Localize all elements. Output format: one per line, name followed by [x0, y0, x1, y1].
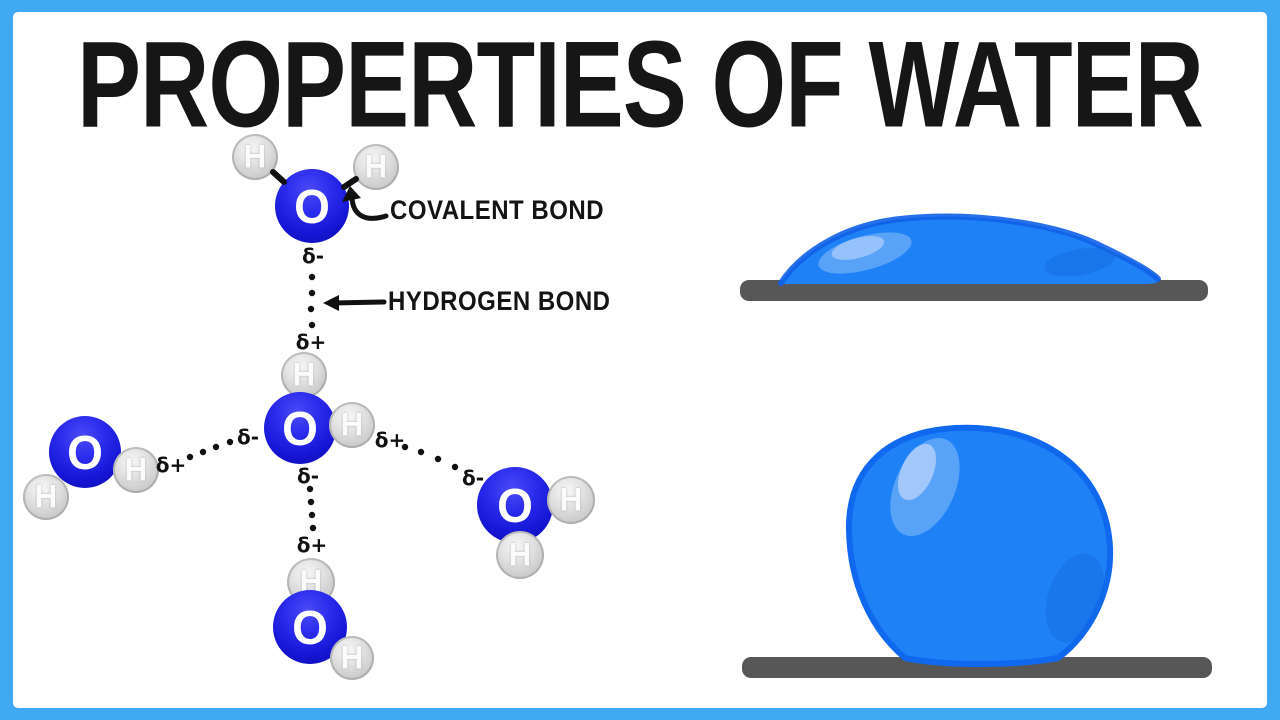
hydrogen-atom: H [496, 531, 544, 579]
hydrogen-label: H [559, 481, 583, 518]
hydrogen-atom: H [329, 402, 375, 448]
hydrogen-label: H [340, 639, 364, 676]
delta-minus-label: δ- [236, 425, 260, 449]
oxygen-label: O [294, 178, 330, 234]
page-title: PROPERTIES OF WATER [77, 16, 1204, 154]
hydrogen-label: H [124, 451, 148, 488]
hydrogen-label: H [340, 406, 364, 443]
hydrogen-label: H [34, 478, 58, 515]
delta-minus-label: δ- [296, 464, 320, 488]
oxygen-label: O [292, 599, 328, 655]
hydrogen-atom: H [113, 447, 159, 493]
hydrogen-atom: H [232, 134, 278, 180]
hydrogen-atom: H [330, 636, 374, 680]
hydrogen-atom: H [547, 476, 595, 524]
oxygen-atom: O [275, 169, 349, 243]
delta-plus-label: δ+ [374, 428, 406, 452]
delta-minus-label: δ- [461, 466, 485, 490]
hydrogen-atom: H [23, 474, 69, 520]
hydrogen-label: H [243, 138, 267, 175]
hydrogen-bond-label: HYDROGEN BOND [388, 286, 611, 317]
oxygen-atom: O [264, 392, 336, 464]
delta-plus-label: δ+ [155, 453, 187, 477]
delta-plus-label: δ+ [295, 330, 327, 354]
oxygen-label: O [497, 477, 533, 533]
hydrogen-label: H [508, 536, 532, 573]
delta-minus-label: δ- [301, 244, 325, 268]
oxygen-atom: O [477, 467, 553, 543]
oxygen-label: O [67, 424, 103, 480]
hydrogen-atom: H [353, 144, 399, 190]
hydrogen-atom: H [281, 352, 327, 398]
delta-plus-label: δ+ [296, 533, 328, 557]
oxygen-atom: O [49, 416, 121, 488]
oxygen-label: O [282, 400, 318, 456]
covalent-bond-label: COVALENT BOND [390, 195, 605, 226]
hydrogen-label: H [364, 148, 388, 185]
hydrogen-label: H [292, 356, 316, 393]
